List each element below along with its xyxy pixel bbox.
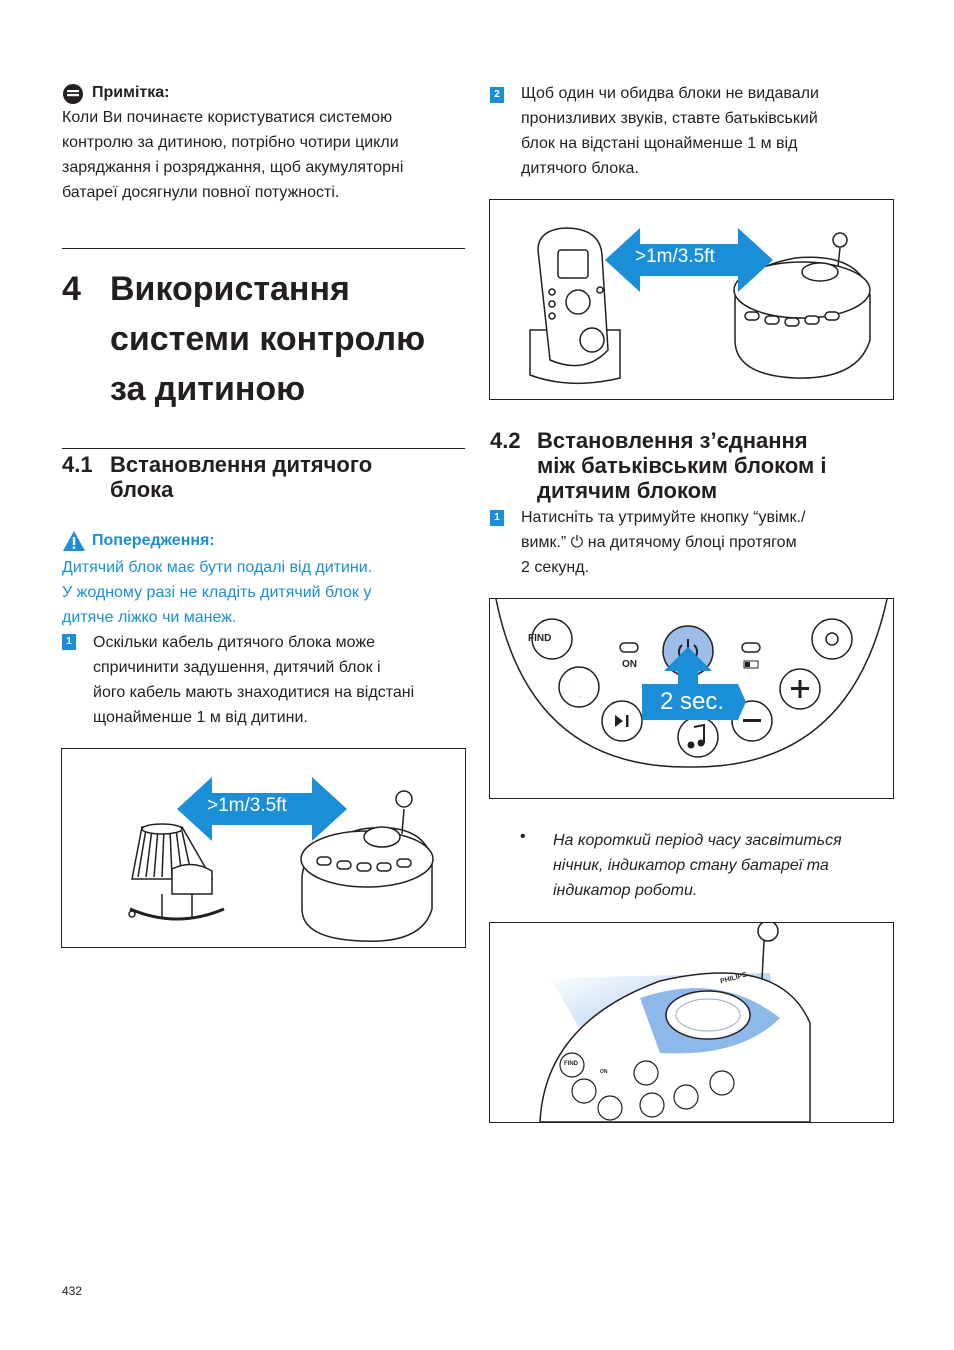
section-title-line: Встановлення дитячого [110,452,373,477]
figure-unit-lit: PHILIPS FIND ON [489,922,894,1123]
step-line: Оскільки кабель дитячого блока може [93,634,375,651]
hold-duration-label: 2 sec. [660,688,725,715]
cradle-illustration [128,777,434,942]
bullet-line: індикатор роботи. [553,882,698,899]
note-icon [63,84,83,104]
step-number: 2 [490,87,504,103]
warning-icon [63,531,85,551]
figure-units-distance: >1m/3.5ft [489,199,894,400]
on-label: ON [622,659,637,670]
warning-line: дитяче ліжко чи манеж. [62,609,237,626]
step-text: Оскільки кабель дитячого блока може спри… [93,630,473,730]
on-label-small: ON [600,1069,608,1075]
figure-cradle-distance: >1m/3.5ft [61,748,466,948]
distance-arrow [605,228,773,292]
chapter-title-line: системи контролю [110,320,426,358]
note-line: батареї досягнули повної потужності. [62,184,340,201]
chapter-title-line: Використання [110,270,350,308]
bullet-text: На короткий період часу засвітиться нічн… [553,828,903,903]
page-number: 432 [62,1284,83,1298]
step-line: спричинити задушення, дитячий блок і [93,659,381,676]
units-illustration [529,227,871,385]
bullet-line: На короткий період часу засвітиться [553,832,842,849]
bullet-mark: • [520,828,526,845]
chapter-number: 4 [62,270,81,308]
section-title-line: дитячим блоком [537,478,718,503]
note-line: Коли Ви починаєте користуватися системою [62,109,393,126]
section-title: Встановлення з’єднання між батьківським … [537,428,827,503]
bullet-line: нічник, індикатор стану батареї та [553,857,829,874]
section-rule [62,448,465,449]
section-title-line: блока [110,477,174,502]
step-line: Щоб один чи обидва блоки не видавали [521,85,819,102]
section-title: Встановлення дитячого блока [110,452,372,502]
find-label: FIND [528,633,552,644]
warning-title: Попередження: [92,532,215,549]
press-arrow [642,647,746,720]
step-line: дитячого блока. [521,160,639,177]
chapter-rule [62,248,465,249]
step-number: 1 [62,634,76,650]
step-line: щонайменше 1 м від дитини. [93,709,308,726]
section-number: 4.2 [490,428,521,453]
step-line: вимк.” ⏻ на дитячому блоці протягом [521,534,797,551]
chapter-title-line: за дитиною [110,370,306,408]
chapter-title: Використання системи контролю за дитиною [110,264,425,414]
step-line: пронизливих звуків, ставте батьківський [521,110,818,127]
warning-line: У жодному разі не кладіть дитячий блок у [62,584,372,601]
find-label-small: FIND [564,1061,578,1067]
step-line: його кабель мають знаходитися на відстан… [93,684,415,701]
warning-text: Дитячий блок має бути подалі від дитини.… [62,555,472,630]
step-line: блок на відстані щонайменше 1 м від [521,135,798,152]
figure-control-panel: FIND ON 2 sec. [489,598,894,799]
step-line: 2 секунд. [521,559,590,576]
note-line: контролю за дитиною, потрібно чотири цик… [62,134,399,151]
note-text: Коли Ви починаєте користуватися системою… [62,105,472,205]
note-title: Примітка: [92,84,170,101]
step-text: Натисніть та утримуйте кнопку “увімк./ в… [521,505,901,580]
note-line: заряджання і розряджання, щоб акумулятор… [62,159,404,176]
section-number: 4.1 [62,452,93,477]
distance-label: >1m/3.5ft [635,246,715,267]
step-line: Натисніть та утримуйте кнопку “увімк./ [521,509,806,526]
lit-unit-illustration [539,923,811,1122]
distance-label: >1m/3.5ft [207,795,287,816]
panel-illustration [495,599,888,768]
step-text: Щоб один чи обидва блоки не видавали про… [521,81,901,181]
section-title-line: Встановлення з’єднання [537,428,808,453]
distance-arrow [177,777,347,841]
warning-line: Дитячий блок має бути подалі від дитини. [62,559,373,576]
step-number: 1 [490,510,504,526]
section-title-line: між батьківським блоком і [537,453,827,478]
